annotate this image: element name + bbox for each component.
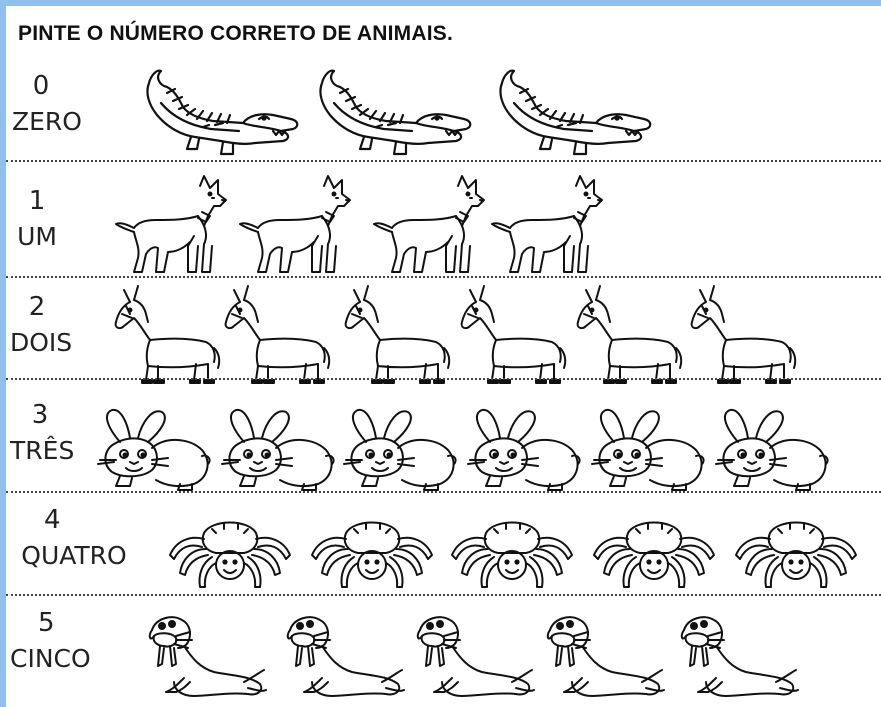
- row-number: 1: [28, 186, 46, 216]
- animal-group: [6, 501, 881, 596]
- crocodile-icon[interactable]: [131, 63, 303, 164]
- animal-group: [6, 61, 881, 161]
- animal-group: [6, 175, 881, 281]
- walrus-icon[interactable]: [536, 612, 666, 705]
- dog-icon[interactable]: [491, 175, 608, 281]
- row-two: 2 DOIS: [6, 284, 881, 384]
- row-label: 3 TRÊS: [10, 400, 75, 465]
- walrus-icon[interactable]: [276, 612, 406, 705]
- row-label: 5 CINCO: [10, 608, 91, 673]
- row-label: 4 QUATRO: [10, 507, 138, 568]
- rabbit-icon[interactable]: [214, 406, 338, 499]
- row-one: 1 UM: [6, 175, 881, 281]
- spider-icon[interactable]: [730, 515, 862, 600]
- dog-icon[interactable]: [115, 175, 232, 281]
- row-four: 4 QUATRO: [6, 501, 881, 596]
- dotted-divider: [6, 276, 881, 278]
- row-three: 3 TRÊS: [6, 398, 881, 498]
- row-zero: 0 ZERO: [6, 61, 881, 161]
- crocodile-icon[interactable]: [484, 63, 656, 164]
- row-five: 5 CINCO: [6, 606, 881, 706]
- row-label: 2 DOIS: [10, 292, 73, 357]
- donkey-icon[interactable]: [220, 284, 332, 393]
- rabbit-icon[interactable]: [584, 406, 708, 499]
- worksheet: PINTE O NÚMERO CORRETO DE ANIMAIS. 0 ZER…: [6, 6, 881, 707]
- animal-group: [6, 398, 881, 498]
- rabbit-icon[interactable]: [90, 406, 214, 499]
- row-number: 4: [44, 505, 61, 535]
- animal-group: [6, 606, 881, 706]
- spider-icon[interactable]: [306, 515, 438, 600]
- walrus-icon[interactable]: [406, 612, 536, 705]
- donkey-icon[interactable]: [340, 284, 452, 393]
- dotted-divider: [6, 160, 881, 162]
- row-label: 1 UM: [12, 188, 62, 249]
- row-number: 0: [32, 71, 50, 101]
- spider-icon[interactable]: [164, 515, 296, 600]
- row-number: 3: [31, 400, 49, 430]
- walrus-icon[interactable]: [670, 612, 800, 705]
- row-word: CINCO: [10, 644, 91, 673]
- animal-group: [6, 284, 881, 384]
- dotted-divider: [6, 378, 881, 380]
- row-word: QUATRO: [21, 541, 127, 570]
- worksheet-title: PINTE O NÚMERO CORRETO DE ANIMAIS.: [18, 22, 453, 45]
- dog-icon[interactable]: [239, 175, 356, 281]
- row-number: 2: [28, 292, 46, 322]
- donkey-icon[interactable]: [110, 284, 222, 393]
- rabbit-icon[interactable]: [708, 406, 832, 499]
- row-number: 5: [38, 608, 55, 638]
- dotted-divider: [6, 491, 881, 493]
- row-word: UM: [17, 222, 57, 251]
- donkey-icon[interactable]: [572, 284, 684, 393]
- rabbit-icon[interactable]: [460, 406, 584, 499]
- donkey-icon[interactable]: [686, 284, 798, 393]
- rabbit-icon[interactable]: [336, 406, 460, 499]
- donkey-icon[interactable]: [456, 284, 568, 393]
- walrus-icon[interactable]: [138, 612, 268, 705]
- spider-icon[interactable]: [446, 515, 578, 600]
- spider-icon[interactable]: [588, 515, 720, 600]
- dotted-divider: [6, 594, 881, 596]
- row-word: TRÊS: [10, 436, 75, 465]
- dog-icon[interactable]: [373, 175, 490, 281]
- crocodile-icon[interactable]: [304, 63, 476, 164]
- row-word: DOIS: [10, 328, 73, 357]
